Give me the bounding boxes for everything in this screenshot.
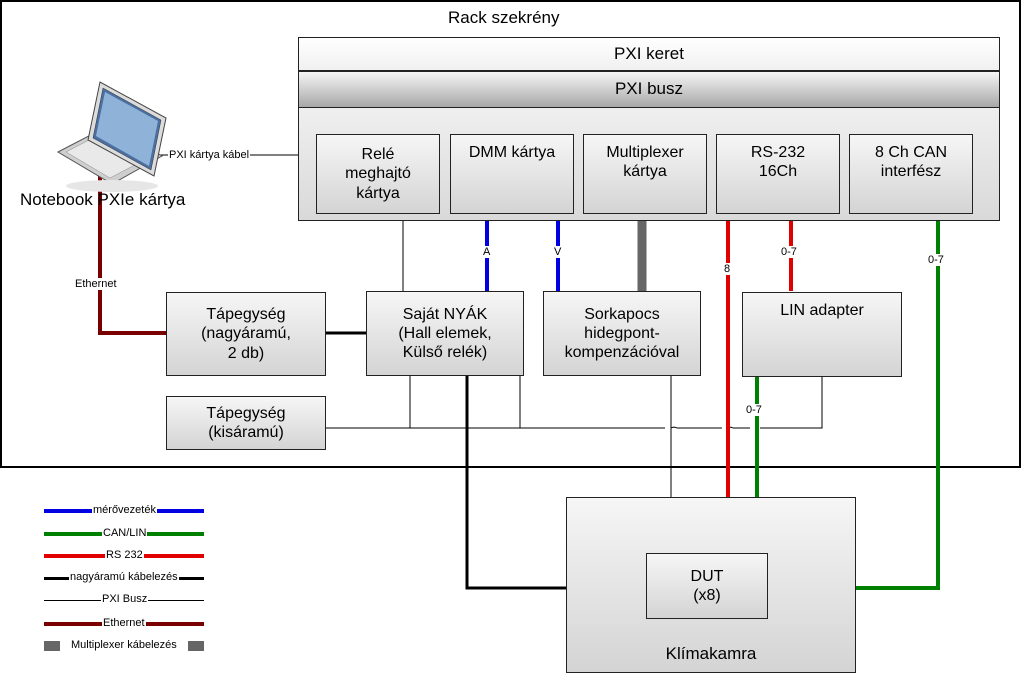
psu-high-label: Tápegység (nagyáramú, 2 db) xyxy=(201,306,291,362)
legend-label-3: nagyáramú kábelezés xyxy=(69,571,179,583)
psu-high-current: Tápegység (nagyáramú, 2 db) xyxy=(166,292,326,376)
pxi-bus-bar: PXI busz xyxy=(298,71,1000,108)
pxi-bus-label: PXI busz xyxy=(614,79,684,99)
custom-pcb: Saját NYÁK (Hall elemek, Külső relék) xyxy=(366,291,524,376)
legend-label-1: CAN/LIN xyxy=(102,527,148,539)
mux-card: Multiplexer kártya xyxy=(583,134,707,214)
legend-line-6 xyxy=(44,641,204,651)
legend-label-2: RS 232 xyxy=(105,549,144,561)
legend-label-0: mérővezeték xyxy=(92,504,157,516)
terminal-block-label: Sorkapocs hidegpont- kompenzációval xyxy=(564,305,680,362)
ethernet-label: Ethernet xyxy=(74,278,118,290)
wire-label-v: V xyxy=(553,246,563,258)
relay-card-label: Relé meghajtó kártya xyxy=(345,146,411,202)
rack-title: Rack szekrény xyxy=(448,8,560,27)
pxi-cable-label: PXI kártya kábel xyxy=(168,149,251,161)
lin-adapter: LIN adapter xyxy=(742,292,902,377)
terminal-block: Sorkapocs hidegpont- kompenzációval xyxy=(543,291,701,376)
wire-label-rs-8: 8 xyxy=(723,263,732,275)
wire-label-can-07: 0-7 xyxy=(927,254,945,266)
rack-outline xyxy=(0,0,1021,468)
can-card: 8 Ch CAN interfész xyxy=(849,134,973,214)
psu-low-current: Tápegység (kisáramú) xyxy=(166,396,326,450)
mux-card-label: Multiplexer kártya xyxy=(606,144,684,181)
ethernet-cable xyxy=(98,170,168,335)
dmm-card-label: DMM kártya xyxy=(468,144,556,161)
legend-label-5: Ethernet xyxy=(102,617,146,629)
laptop-icon xyxy=(56,81,167,192)
rs232-card-label: RS-232 16Ch xyxy=(750,144,806,181)
notebook-label: Notebook PXIe kártya xyxy=(20,190,186,209)
can-card-label: 8 Ch CAN interfész xyxy=(874,144,948,181)
climate-chamber-label: Klímakamra xyxy=(665,643,757,663)
dut-label: DUT (x8) xyxy=(690,567,724,604)
relay-card: Relé meghajtó kártya xyxy=(316,134,440,214)
legend-label-4: PXI Busz xyxy=(101,593,149,605)
wire-label-rs-07: 0-7 xyxy=(780,246,798,258)
legend-label-6: Multiplexer kábelezés xyxy=(70,639,178,651)
wire-label-a: A xyxy=(482,246,492,258)
dmm-card: DMM kártya xyxy=(450,134,574,214)
pxi-frame-label: PXI keret xyxy=(614,43,684,63)
lin-adapter-label: LIN adapter xyxy=(780,302,864,319)
custom-pcb-label: Saját NYÁK (Hall elemek, Külső relék) xyxy=(398,305,492,362)
rs232-card: RS-232 16Ch xyxy=(716,134,840,214)
psu-low-label: Tápegység (kisáramú) xyxy=(206,404,286,441)
pxi-frame-header: PXI keret xyxy=(298,37,1000,71)
dut: DUT (x8) xyxy=(646,553,768,619)
wire-label-lin-07: 0-7 xyxy=(745,404,763,416)
